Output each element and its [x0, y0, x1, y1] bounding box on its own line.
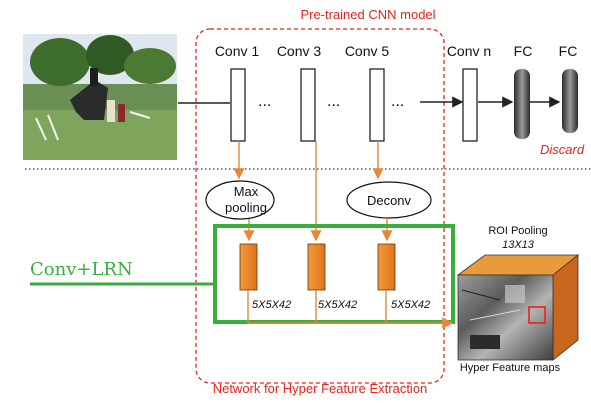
conv-layer-5: [369, 68, 385, 142]
fc-layer-2: [562, 69, 578, 133]
layer-label-conv1: Conv 1: [215, 43, 260, 59]
layer-label-conv3: Conv 3: [277, 43, 322, 59]
ellipsis-2: ...: [327, 93, 340, 110]
fc-layer-1: [514, 69, 530, 139]
layer-label-conv5: Conv 5: [345, 43, 390, 59]
ellipsis-1: ...: [258, 93, 271, 110]
deconv-node: [346, 181, 432, 219]
conv-lrn-label: Conv+LRN: [30, 259, 133, 280]
deconv-label: Deconv: [367, 193, 412, 208]
max-pooling-label-1: Max: [234, 184, 259, 199]
hyper-feature-maps-label: Hyper Feature maps: [460, 362, 561, 374]
conv-layer-n: [462, 68, 478, 142]
feature-size-label-2: 5X5X42: [318, 299, 357, 311]
feature-block-2: [307, 243, 326, 291]
max-pooling-label-2: pooling: [225, 200, 267, 215]
network-caption: Network for Hyper Feature Extraction: [213, 381, 428, 396]
conv-layer-3: [300, 68, 316, 142]
roi-pooling-label: ROI Pooling: [488, 225, 547, 237]
feature-size-label-1: 5X5X42: [252, 299, 291, 311]
feature-size-label-3: 5X5X42: [391, 299, 430, 311]
diagram-title: Pre-trained CNN model: [300, 7, 435, 22]
ellipsis-3: ...: [391, 93, 404, 110]
roi-region-box: [528, 306, 546, 324]
layer-label-convn: Conv n: [447, 43, 491, 59]
fc-label-2: FC: [559, 43, 578, 59]
conv-lrn-box: [213, 224, 455, 324]
roi-size-label: 13X13: [502, 239, 535, 251]
max-pooling-node: [205, 180, 275, 220]
conv-layer-1: [230, 68, 246, 142]
hyper-network-box: [195, 28, 445, 384]
fc-label-1: FC: [514, 43, 533, 59]
hyper-feature-maps-cube: [456, 254, 580, 361]
feature-block-3: [377, 243, 396, 291]
feature-block-1: [239, 243, 258, 291]
discard-label: Discard: [540, 142, 585, 157]
input-photo: [23, 34, 177, 160]
